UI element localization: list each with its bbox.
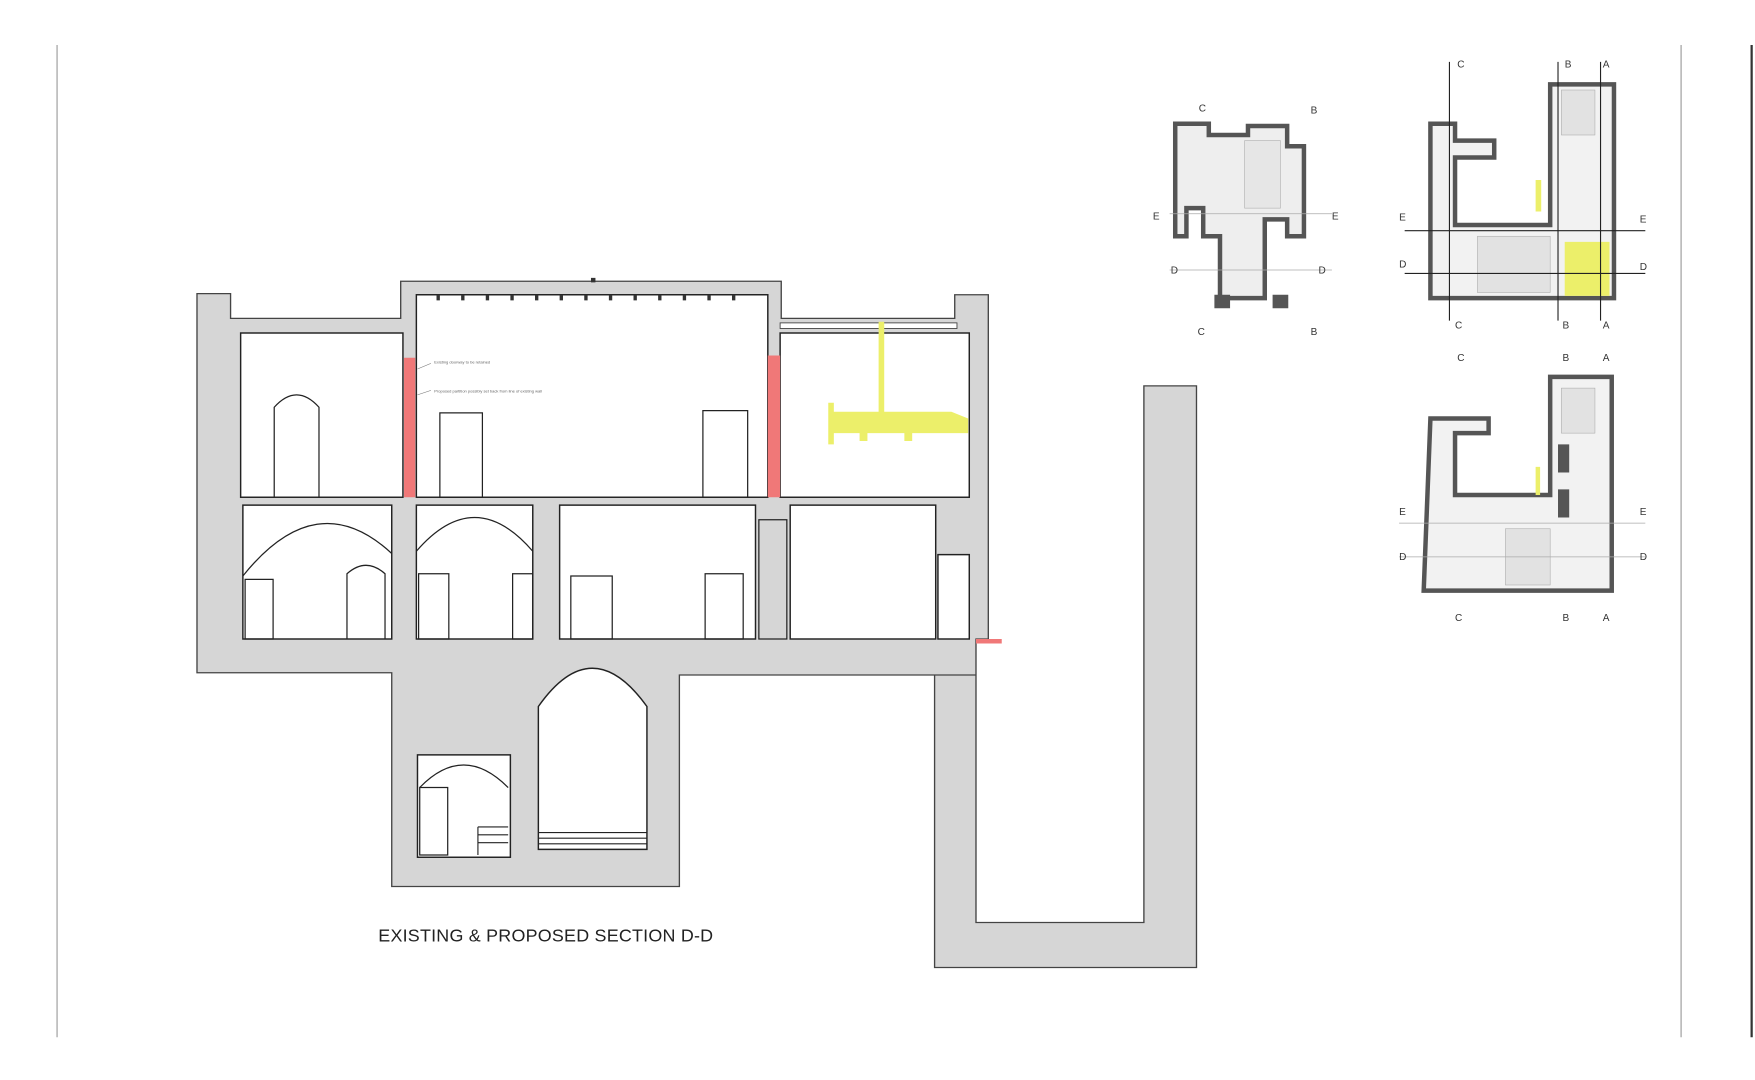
doorway — [704, 573, 744, 640]
grid-label: E — [1153, 211, 1160, 222]
doorway — [702, 410, 749, 498]
grid-label: B — [1311, 106, 1318, 117]
grid-label: E — [1399, 212, 1406, 223]
grid-label: E — [1399, 507, 1406, 518]
grid-label: E — [1640, 507, 1647, 518]
annotation-text: Proposed partition possibly set back fro… — [434, 389, 542, 394]
grid-label: D — [1640, 552, 1647, 563]
grid-label: B — [1562, 320, 1569, 331]
grid-label: D — [1171, 265, 1178, 276]
grid-label: B — [1565, 59, 1572, 70]
annotation-text: Existing doorway to be retained — [434, 359, 490, 364]
lower-room-2 — [415, 504, 534, 640]
grid-label: C — [1457, 353, 1464, 364]
doorway — [417, 573, 450, 640]
doorway — [439, 412, 484, 498]
grid-label: B — [1562, 613, 1569, 624]
column — [758, 519, 788, 640]
lower-room-5 — [937, 553, 971, 640]
grid-label: D — [1640, 262, 1647, 273]
doorway — [570, 575, 613, 640]
grid-label: D — [1399, 552, 1406, 563]
vault — [415, 517, 534, 552]
grid-label: E — [1640, 215, 1647, 226]
roof-beam — [779, 322, 958, 329]
floor-plan-1: C B E E D D C B — [1153, 103, 1339, 338]
basement-small-steps — [477, 826, 509, 855]
upper-left-room — [239, 332, 404, 498]
ceiling-joists — [436, 277, 736, 301]
lower-room-4 — [789, 504, 937, 640]
grid-label: A — [1603, 320, 1610, 331]
basement-steps — [538, 831, 647, 845]
annotation-leader — [417, 363, 432, 370]
grid-label: A — [1603, 613, 1610, 624]
section-title: EXISTING & PROPOSED SECTION D-D — [378, 926, 713, 946]
grid-label: B — [1311, 327, 1318, 338]
grid-label: A — [1603, 59, 1610, 70]
arched-doorway — [273, 394, 320, 498]
floor-plan-3: C B A E E D D C B A — [1399, 353, 1647, 624]
grid-label: D — [1318, 265, 1325, 276]
basement-arched-room — [537, 667, 648, 851]
grid-label: C — [1198, 327, 1205, 338]
proposed-wall-red — [404, 357, 416, 498]
doorway — [419, 786, 449, 856]
lower-room-3 — [558, 504, 757, 640]
yellow-highlight-structure — [828, 321, 969, 445]
floor-plan-2: C B A E E D D C B A — [1399, 59, 1647, 331]
lower-room-1 — [242, 504, 393, 640]
grid-label: B — [1562, 353, 1569, 364]
grid-label: C — [1199, 103, 1206, 114]
grid-label: D — [1399, 260, 1406, 271]
grid-label: C — [1455, 613, 1462, 624]
doorway — [512, 573, 534, 640]
grid-label: C — [1455, 320, 1462, 331]
upper-middle-room — [415, 294, 769, 498]
proposed-marker-red — [975, 639, 1002, 644]
doorway — [244, 578, 274, 640]
basement-small-room — [416, 754, 512, 858]
grid-label: A — [1603, 353, 1610, 364]
grid-label: E — [1332, 211, 1339, 222]
vault — [242, 523, 393, 577]
arched-doorway — [346, 564, 386, 639]
annotation-leader — [417, 390, 432, 396]
grid-label: C — [1457, 59, 1464, 70]
proposed-wall-red — [767, 355, 781, 498]
section-d-d: Existing doorway to be retained Proposed… — [196, 277, 1198, 969]
vault — [419, 764, 509, 788]
